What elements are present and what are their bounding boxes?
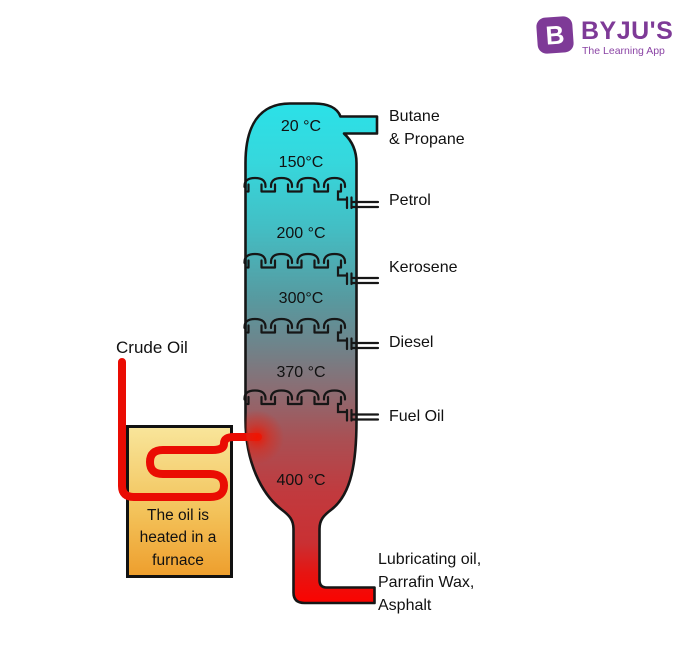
byjus-tagline: The Learning App: [582, 45, 665, 57]
crude-oil-pipe: [118, 358, 262, 501]
bubble-cap-trays: [243, 176, 380, 422]
temp-label-370c: 370 °C: [276, 364, 326, 381]
label-petrol: Petrol: [389, 192, 431, 209]
label-propane: & Propane: [389, 131, 465, 148]
label-lubricating-oil: Lubricating oil,: [378, 551, 482, 568]
temp-label-400c: 400 °C: [276, 472, 326, 489]
byjus-logo: B BYJU'S The Learning App: [535, 15, 697, 61]
temp-label-150c: 150°C: [278, 154, 324, 171]
temp-label-200c: 200 °C: [276, 225, 326, 242]
byjus-brand-text: BYJU'S: [581, 17, 674, 45]
label-crude-oil: Crude Oil: [116, 338, 188, 357]
label-butane: Butane: [389, 108, 440, 125]
label-fuel-oil: Fuel Oil: [389, 408, 445, 425]
label-asphalt: Asphalt: [378, 597, 432, 614]
label-kerosene: Kerosene: [389, 259, 458, 276]
label-parrafin-wax: Parrafin Wax,: [378, 574, 475, 591]
distillation-column-body: [244, 102, 379, 605]
temp-label-300c: 300°C: [278, 290, 324, 307]
label-diesel: Diesel: [389, 334, 434, 351]
furnace-caption: The oil is heated in a furnace: [139, 507, 217, 569]
temp-label-20c: 20 °C: [280, 118, 322, 135]
heat-glow: [245, 410, 284, 464]
